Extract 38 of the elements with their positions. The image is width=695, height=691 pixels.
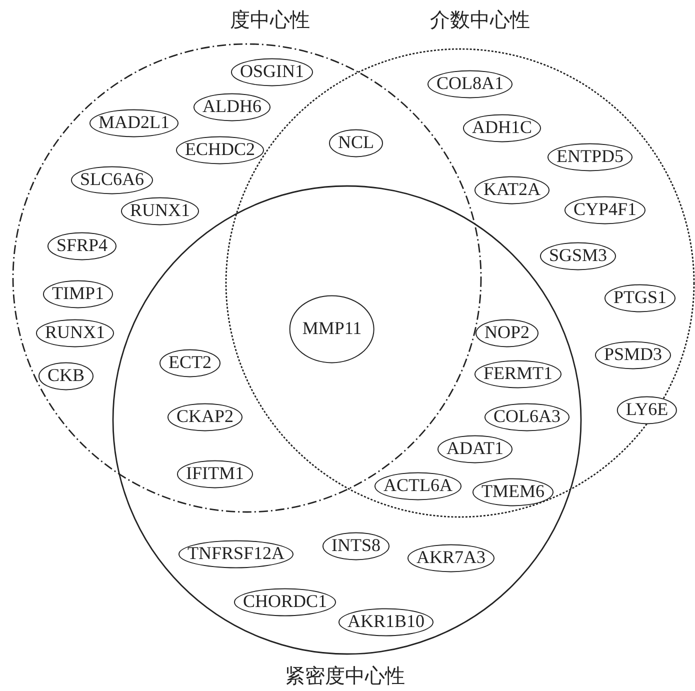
- gene-node: NOP2: [476, 319, 538, 347]
- gene-node: AKR7A3: [408, 544, 494, 572]
- gene-node: TNFRSF12A: [178, 540, 294, 568]
- gene-node: INTS8: [322, 532, 390, 560]
- gene-node: SLC6A6: [71, 166, 153, 194]
- gene-node: RUNX1: [121, 197, 199, 225]
- gene-node: CKAP2: [168, 403, 242, 431]
- gene-node: LY6E: [616, 396, 678, 424]
- gene-node: SFRP4: [47, 232, 117, 260]
- gene-node: AKR1B10: [338, 608, 434, 636]
- gene-node: TMEM6: [472, 478, 554, 506]
- gene-node: COL8A1: [428, 70, 512, 98]
- gene-node: MAD2L1: [90, 109, 178, 137]
- gene-node: ALDH6: [194, 93, 270, 121]
- gene-node: OSGIN1: [231, 58, 313, 86]
- gene-node: PSMD3: [594, 341, 672, 369]
- gene-node: ADH1C: [463, 114, 541, 142]
- gene-node: CHORDC1: [234, 588, 336, 616]
- gene-node: ENTPD5: [548, 143, 632, 171]
- gene-node: ECHDC2: [176, 136, 264, 164]
- gene-node: CKB: [38, 362, 94, 390]
- gene-node: COL6A3: [484, 403, 570, 431]
- gene-node: PTGS1: [604, 284, 676, 312]
- gene-node: MMP11: [289, 295, 375, 363]
- gene-node: FERMT1: [474, 360, 562, 388]
- set-title: 度中心性: [230, 8, 310, 34]
- gene-node: ACTL6A: [374, 472, 462, 500]
- gene-node: NCL: [329, 129, 383, 157]
- gene-node: TIMP1: [43, 280, 113, 308]
- gene-node: IFITM1: [177, 460, 253, 488]
- gene-node: ADAT1: [438, 435, 512, 463]
- set-title: 紧密度中心性: [285, 664, 405, 690]
- gene-node: RUNX1: [36, 319, 114, 347]
- gene-node: KAT2A: [474, 176, 550, 204]
- gene-node: ECT2: [160, 349, 220, 377]
- gene-node: CYP4F1: [564, 196, 646, 224]
- gene-node: SGSM3: [540, 242, 616, 270]
- set-title: 介数中心性: [430, 8, 530, 34]
